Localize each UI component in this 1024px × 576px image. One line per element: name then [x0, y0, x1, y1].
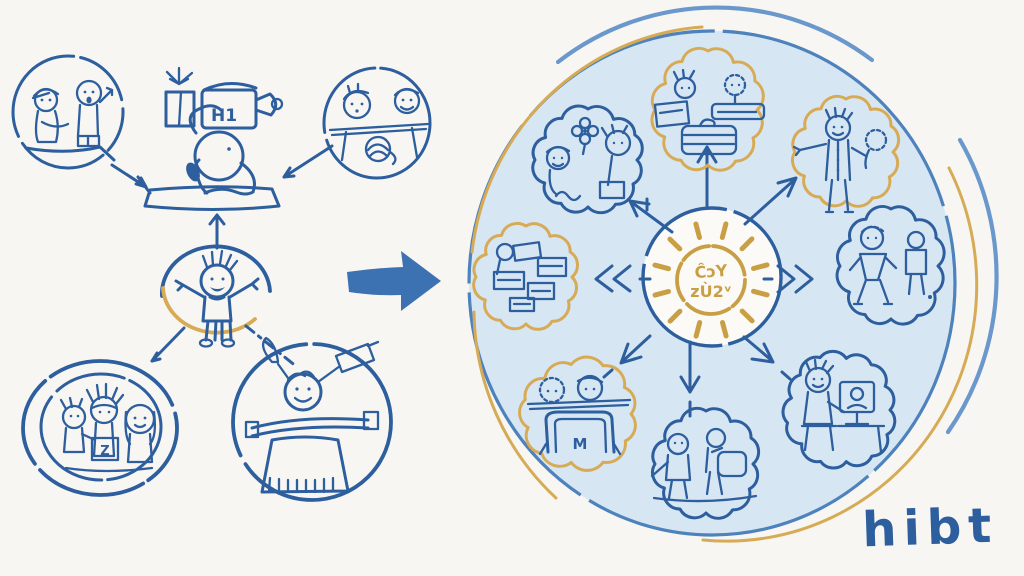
gate-label: M [573, 435, 588, 453]
left-diagram: H1 [11, 54, 432, 502]
arrow-up-right [743, 176, 798, 226]
signature-text: hibt [861, 498, 999, 559]
couple-at-table-bubble [322, 66, 432, 180]
scarecrow-bubble [231, 336, 393, 502]
transform-right-arrow [347, 251, 441, 311]
community-circle: ĈɔY zÙ2ᵛ [467, 5, 999, 543]
child-figure [174, 249, 260, 348]
stack-icon [680, 124, 738, 156]
outer-yellow-arcs [470, 25, 979, 543]
person-left [342, 82, 372, 120]
arrow-down-dashed [679, 340, 701, 418]
pet-under-table [364, 135, 397, 166]
bubble-person-video-calling [781, 349, 897, 470]
monitor-icon [838, 380, 876, 426]
bubble-parent-lifting-child [791, 94, 901, 214]
link-to-scarecrow [244, 324, 299, 369]
book-with-letter: Z [90, 436, 120, 462]
scarecrow-figure [244, 336, 380, 494]
bubble-travelers-walking [650, 406, 761, 520]
person-right [393, 87, 421, 115]
arrow-from-right [282, 144, 334, 179]
sun-text-line1: ĈɔY [694, 261, 728, 282]
parents-talking-bubble [11, 54, 152, 195]
child-hub [150, 244, 299, 369]
sun-icon [675, 244, 747, 316]
feather-icon [261, 336, 290, 380]
link-to-family [150, 326, 186, 363]
arrow-right-chevrons [762, 264, 814, 294]
radial-arrows [594, 145, 814, 418]
counter-line [526, 398, 632, 411]
rolling-pin-icon [316, 340, 380, 384]
arrow-left-chevrons [594, 264, 652, 293]
table [143, 185, 281, 211]
arrow-up-from-child [208, 213, 226, 250]
bubble-pair-sharing-documents [650, 46, 766, 172]
outer-blue-arcs [555, 5, 999, 435]
outstretched-arm [792, 142, 828, 157]
gate-icon: M [538, 410, 622, 456]
gift-box [164, 66, 196, 128]
ground-line [652, 494, 758, 503]
family-group-bubble: Z [21, 359, 179, 497]
sign-icon [710, 102, 766, 121]
table-line [328, 122, 430, 137]
arrow-down-right [742, 335, 792, 381]
table-legs [340, 126, 419, 162]
h1-label: H1 [211, 106, 237, 126]
parent-with-cap-figure [31, 87, 70, 144]
dog-figure [186, 104, 256, 196]
kid-left-figure [59, 396, 97, 454]
bubble-two-neighbors-standing [835, 205, 946, 326]
h1-box: H1 [200, 82, 284, 130]
arrow-up-left [628, 197, 674, 234]
dog-with-gift-and-horn-box-on-table: H1 [143, 66, 334, 250]
sun-text-line2: zÙ2ᵛ [690, 282, 731, 301]
arrow-down-left [602, 334, 652, 379]
sack-icon [716, 450, 748, 478]
arrow-to-table [110, 163, 152, 195]
horn-icon [254, 92, 278, 117]
book-label: Z [100, 444, 109, 459]
box-icon [598, 180, 626, 200]
open-book-icon [653, 100, 691, 128]
ground-line [64, 466, 154, 473]
parent-figure [124, 403, 157, 464]
stool [800, 424, 838, 452]
bubble-kids-with-flower [531, 104, 644, 215]
kid-center-figure [85, 382, 125, 458]
bubble-pile-of-goods [472, 221, 579, 331]
desk [836, 424, 886, 454]
waving-parent-figure [75, 79, 114, 148]
bubble-heads-at-gate: M [518, 355, 637, 472]
sun-rays [652, 221, 770, 339]
child-head [864, 128, 888, 152]
flower-icon [570, 116, 600, 156]
center-sun-node: ĈɔY zÙ2ᵛ [641, 206, 783, 348]
